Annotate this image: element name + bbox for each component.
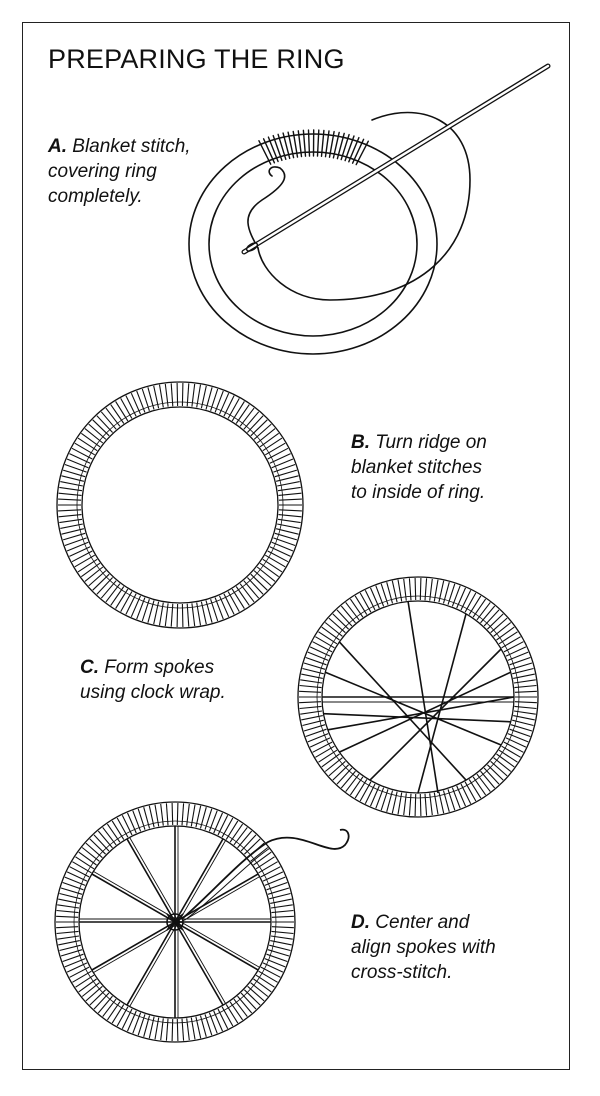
caption-step-b: B. Turn ridge on blanket stitches to ins… xyxy=(351,430,551,505)
needle xyxy=(241,63,551,255)
thread-loop xyxy=(257,111,471,301)
spokes xyxy=(322,600,515,794)
center-cross-stitch xyxy=(166,913,184,931)
ring-edge-outer xyxy=(56,381,304,629)
blanket-stitches-partial xyxy=(258,129,369,166)
step-c-line1: Form spokes xyxy=(104,657,215,678)
blanket-stitches xyxy=(58,382,302,628)
caption-step-c: C. Form spokes using clock wrap. xyxy=(80,655,280,705)
thread xyxy=(182,828,350,919)
figure-c-ring-with-spokes xyxy=(297,576,539,818)
caption-step-a: A. Blanket stitch, covering ring complet… xyxy=(48,134,238,209)
ring-edge-outer xyxy=(297,576,539,818)
step-b-line3: to inside of ring. xyxy=(351,482,486,503)
step-a-line3: completely. xyxy=(48,186,143,207)
thread-strand xyxy=(184,847,271,921)
step-b-line2: blanket stitches xyxy=(351,457,482,478)
step-a-line2: covering ring xyxy=(48,161,157,182)
step-a-line1: Blanket stitch, xyxy=(72,136,191,157)
step-d-line2: align spokes with xyxy=(351,937,496,958)
step-d-line1: Center and xyxy=(375,912,470,933)
ring-edge-outer xyxy=(54,801,296,1043)
ring-inner xyxy=(208,151,418,337)
step-d-line3: cross-stitch. xyxy=(351,962,453,983)
step-b-line1: Turn ridge on xyxy=(375,432,487,453)
step-c-line2: using clock wrap. xyxy=(80,682,226,703)
figure-a-ring-with-needle xyxy=(188,63,551,355)
step-d-letter: D. xyxy=(351,912,370,933)
caption-step-d: D. Center and align spokes with cross-st… xyxy=(351,910,551,985)
page-title: PREPARING THE RING xyxy=(48,44,345,74)
thread-tail xyxy=(247,166,286,249)
stitch-ridge xyxy=(76,401,284,609)
ring-edge-inner xyxy=(81,406,279,604)
ring-outer xyxy=(188,133,438,355)
figure-b-covered-ring xyxy=(56,381,304,629)
stitch-ridge xyxy=(316,595,520,799)
step-c-letter: C. xyxy=(80,657,99,678)
step-a-letter: A. xyxy=(48,136,67,157)
stitch-ridge xyxy=(73,820,277,1024)
figure-d-centered-spokes xyxy=(54,801,350,1043)
step-b-letter: B. xyxy=(351,432,370,453)
